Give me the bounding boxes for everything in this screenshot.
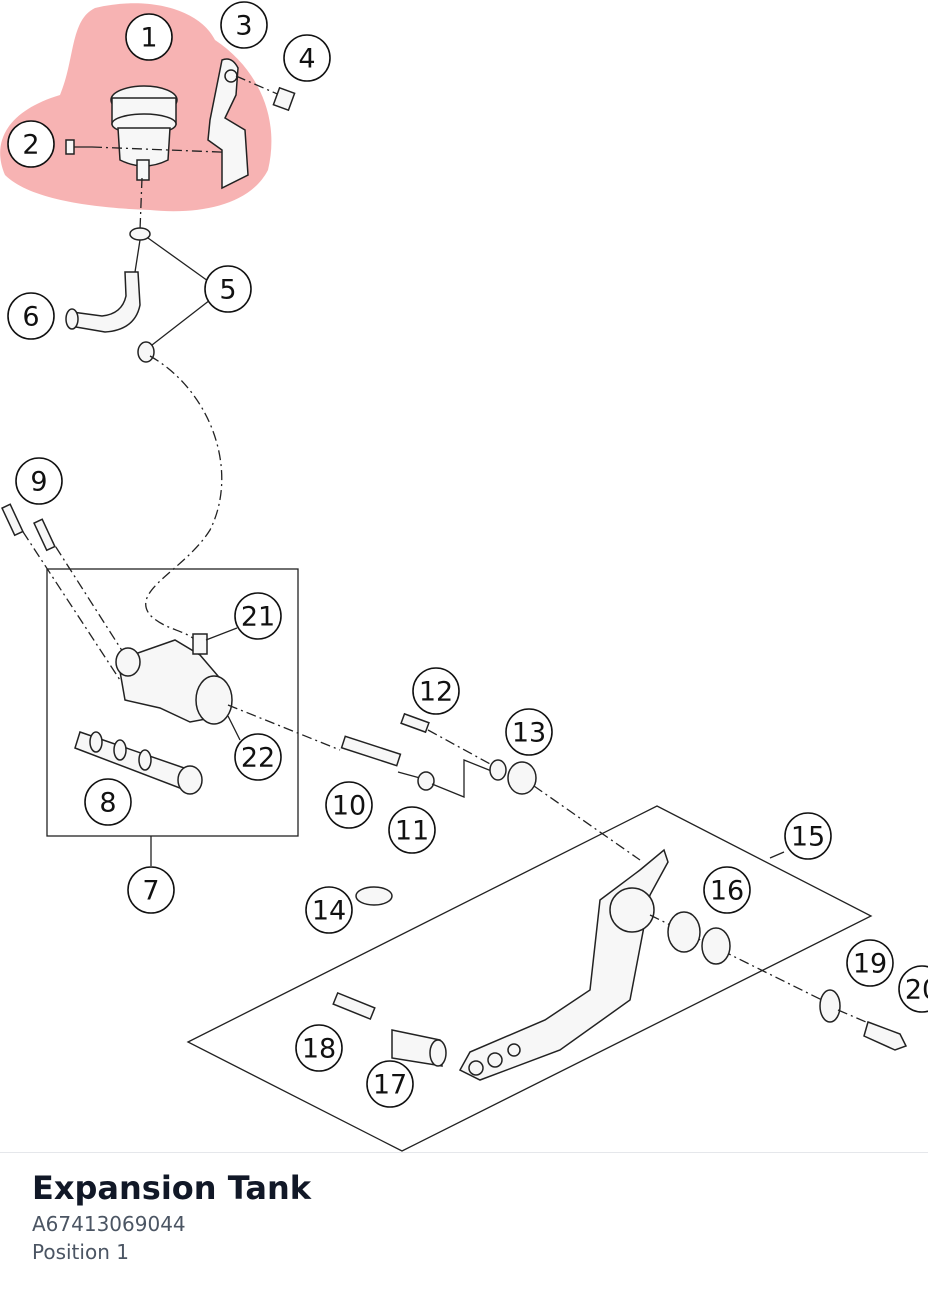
fork-head-part-2[interactable] xyxy=(507,761,537,795)
svg-text:17: 17 xyxy=(373,1070,407,1101)
svg-text:14: 14 xyxy=(312,896,346,927)
bearing-part[interactable] xyxy=(667,911,701,953)
svg-text:6: 6 xyxy=(22,302,39,333)
bearing-part-2[interactable] xyxy=(701,927,731,965)
part-name: Expansion Tank xyxy=(32,1169,312,1207)
svg-text:10: 10 xyxy=(332,791,366,822)
svg-text:21: 21 xyxy=(241,602,275,633)
divider xyxy=(0,1152,928,1153)
svg-text:4: 4 xyxy=(298,44,315,75)
svg-text:20: 20 xyxy=(905,975,928,1006)
part-info-panel: Expansion Tank A67413069044 Position 1 xyxy=(32,1166,896,1266)
callout-18[interactable]: 18 xyxy=(295,1024,343,1072)
callout-1[interactable]: 1 xyxy=(125,13,173,61)
callout-14[interactable]: 14 xyxy=(305,886,353,934)
callout-21[interactable]: 21 xyxy=(234,592,282,640)
svg-text:8: 8 xyxy=(99,788,116,819)
pin-part-2[interactable] xyxy=(33,518,56,552)
pin-part[interactable] xyxy=(1,503,24,537)
bracket-part[interactable] xyxy=(207,58,249,190)
callout-12[interactable]: 12 xyxy=(412,667,460,715)
svg-text:5: 5 xyxy=(219,275,236,306)
svg-text:19: 19 xyxy=(853,949,887,980)
expansion-tank-part[interactable] xyxy=(110,85,178,181)
callout-5[interactable]: 5 xyxy=(204,265,252,313)
callout-10[interactable]: 10 xyxy=(325,781,373,829)
screw-part-2[interactable] xyxy=(400,712,430,734)
callout-3[interactable]: 3 xyxy=(220,1,268,49)
callout-6[interactable]: 6 xyxy=(7,292,55,340)
fork-head-part[interactable] xyxy=(489,759,507,781)
svg-text:12: 12 xyxy=(419,677,453,708)
callout-13[interactable]: 13 xyxy=(505,708,553,756)
master-cylinder-kit-frame xyxy=(46,568,299,837)
callout-15[interactable]: 15 xyxy=(784,812,832,860)
svg-text:1: 1 xyxy=(140,23,157,54)
svg-text:18: 18 xyxy=(302,1034,336,1065)
clamp-part-2[interactable] xyxy=(137,341,155,363)
svg-text:13: 13 xyxy=(512,718,546,749)
hose-part[interactable] xyxy=(69,271,141,333)
pivot-bolt-part[interactable] xyxy=(863,1021,908,1051)
callout-22[interactable]: 22 xyxy=(234,733,282,781)
callout-11[interactable]: 11 xyxy=(388,806,436,854)
callout-4[interactable]: 4 xyxy=(283,34,331,82)
svg-text:3: 3 xyxy=(235,11,252,42)
callout-20[interactable]: 20 xyxy=(898,965,928,1013)
svg-text:2: 2 xyxy=(22,130,39,161)
footrest-rubber-part[interactable] xyxy=(391,1029,447,1067)
part-position: Position 1 xyxy=(32,1240,129,1264)
callout-9[interactable]: 9 xyxy=(15,457,63,505)
callout-2[interactable]: 2 xyxy=(7,120,55,168)
shift-lever-part[interactable] xyxy=(458,848,669,1081)
svg-text:16: 16 xyxy=(710,876,744,907)
pedal-assembly-frame xyxy=(186,805,873,1152)
clamp-part[interactable] xyxy=(129,227,151,241)
bolt-part[interactable] xyxy=(272,86,296,112)
svg-text:7: 7 xyxy=(142,876,159,907)
svg-text:22: 22 xyxy=(241,743,275,774)
screw-part[interactable] xyxy=(65,139,92,155)
hex-screw-part[interactable] xyxy=(332,991,376,1021)
callout-16[interactable]: 16 xyxy=(703,866,751,914)
push-rod-part[interactable] xyxy=(340,735,402,767)
exploded-parts-diagram: 1 2 3 4 5 6 7 8 9 10 11 12 13 14 15 16 1… xyxy=(0,1,928,1152)
washer-part[interactable] xyxy=(819,989,841,1023)
part-number: A67413069044 xyxy=(32,1212,186,1236)
clutch-master-cylinder-part[interactable] xyxy=(115,633,233,725)
callout-17[interactable]: 17 xyxy=(366,1060,414,1108)
svg-text:9: 9 xyxy=(30,467,47,498)
callout-7[interactable]: 7 xyxy=(127,866,175,914)
callout-19[interactable]: 19 xyxy=(846,939,894,987)
grommet-part[interactable] xyxy=(355,886,393,906)
piston-kit-part[interactable] xyxy=(74,731,203,795)
nut-part[interactable] xyxy=(417,771,435,791)
svg-text:11: 11 xyxy=(395,816,429,847)
svg-text:15: 15 xyxy=(791,822,825,853)
callout-8[interactable]: 8 xyxy=(84,778,132,826)
